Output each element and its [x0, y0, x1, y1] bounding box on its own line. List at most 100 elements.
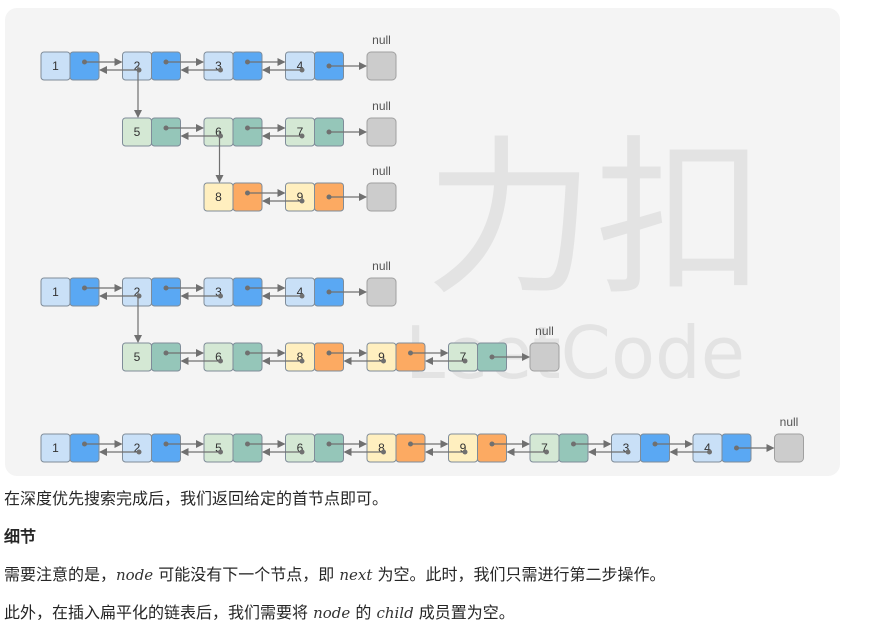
pointer-arrow: [343, 357, 386, 365]
null-node: null: [366, 164, 397, 212]
node-pointer-cell: [69, 51, 100, 81]
list-node: 5: [122, 117, 181, 147]
arrow-origin-dot: [245, 441, 250, 447]
arrow-origin-dot: [299, 133, 305, 139]
node-label: 8: [215, 190, 222, 204]
node-label: 5: [215, 441, 222, 455]
node-pointer-cell: [314, 342, 344, 372]
node-label: 7: [541, 441, 548, 455]
null-box: [366, 51, 397, 81]
list-node: 1: [40, 433, 100, 463]
null-box: [366, 277, 397, 307]
list-node: 9: [366, 342, 426, 372]
paragraph-return-head: 在深度优先搜索完成后，我们返回给定的首节点即可。: [4, 489, 389, 508]
list-node: 5: [122, 342, 181, 372]
arrow-origin-dot: [218, 133, 223, 139]
paragraph-child-null: 此外，在插入扁平化的链表后，我们需要将 node 的 child 成员置为空。: [4, 602, 515, 624]
arrow-origin-dot: [82, 285, 87, 291]
node-pointer-cell: [314, 433, 344, 463]
pointer-arrow: [180, 357, 223, 365]
pointer-arrow: [734, 444, 775, 452]
arrow-origin-dot: [218, 358, 223, 364]
node-label: 8: [297, 350, 304, 364]
arrow-origin-dot: [326, 289, 332, 295]
list-node: 2: [122, 277, 181, 307]
pointer-arrow: [652, 440, 693, 448]
list-node: 3: [203, 277, 263, 307]
arrow-origin-dot: [299, 293, 305, 299]
pointer-arrow: [425, 448, 468, 456]
node-label: 3: [623, 441, 630, 455]
var-next: next: [339, 566, 373, 584]
node-label: 1: [52, 441, 59, 455]
text-segment: 可能没有下一个节点，即: [153, 565, 340, 584]
list-node: 7: [285, 117, 344, 147]
pointer-arrow: [245, 189, 286, 197]
arrow-origin-dot: [245, 285, 250, 291]
list-node: 3: [611, 433, 670, 463]
arrow-origin-dot: [163, 285, 169, 291]
node-label: 4: [297, 285, 304, 299]
watermark-text: 力扣: [425, 121, 765, 319]
null-label: null: [780, 415, 799, 429]
node-label: 4: [297, 59, 304, 73]
text-segment: 为空。此时，我们只需进行第二步操作。: [372, 565, 666, 584]
arrow-origin-dot: [734, 445, 739, 451]
arrow-origin-dot: [163, 350, 169, 356]
node-label: 2: [134, 59, 141, 73]
pointer-arrow: [180, 448, 223, 456]
pointer-arrow: [326, 288, 367, 296]
arrow-origin-dot: [136, 67, 142, 73]
arrow-origin-dot: [462, 358, 468, 364]
pointer-arrow: [262, 357, 305, 365]
text-segment: 成员置为空。: [413, 603, 515, 622]
pointer-arrow: [262, 197, 305, 205]
arrow-origin-dot: [326, 129, 332, 135]
pointer-arrow: [245, 349, 286, 357]
node-label: 2: [134, 285, 141, 299]
pointer-arrow: [262, 292, 305, 300]
arrow-origin-dot: [218, 293, 223, 299]
null-box: [774, 433, 804, 463]
pointer-arrow: [588, 448, 631, 456]
arrow-origin-dot: [326, 63, 332, 69]
pointer-arrow: [163, 349, 204, 357]
arrow-origin-dot: [218, 67, 223, 73]
node-label: 8: [378, 441, 385, 455]
pointer-arrow: [326, 440, 367, 448]
null-node: null: [366, 99, 397, 147]
paragraph-next-null: 需要注意的是，node 可能没有下一个节点，即 next 为空。此时，我们只需进…: [4, 564, 666, 586]
node-pointer-cell: [232, 277, 263, 307]
arrow-origin-dot: [82, 441, 87, 447]
node-label: 1: [52, 285, 59, 299]
null-label: null: [535, 324, 554, 338]
pointer-arrow: [326, 128, 367, 136]
pointer-arrow: [82, 440, 123, 448]
list-node: 8: [203, 182, 263, 212]
node-label: 5: [134, 350, 141, 364]
var-child: child: [376, 604, 414, 622]
null-node: null: [774, 415, 804, 463]
var-node: node: [313, 604, 351, 622]
list-node: 5: [203, 433, 263, 463]
list-node: 6: [203, 342, 263, 372]
arrow-origin-dot: [163, 441, 169, 447]
pointer-arrow: [163, 58, 204, 66]
pointer-arrow: [425, 357, 468, 365]
arrow-origin-dot: [544, 449, 549, 455]
node-pointer-cell: [151, 433, 181, 463]
arrow-origin-dot: [326, 350, 332, 356]
arrow-origin-dot: [707, 449, 712, 455]
pointer-arrow: [326, 193, 367, 201]
list-node: 1: [40, 277, 100, 307]
null-node: null: [366, 33, 397, 81]
node-label: 2: [134, 441, 141, 455]
node-pointer-cell: [232, 51, 263, 81]
pointer-arrow: [163, 284, 204, 292]
node-pointer-cell: [232, 342, 263, 372]
list-node: 8: [366, 433, 426, 463]
pointer-arrow: [163, 440, 204, 448]
pointer-arrow: [326, 62, 367, 70]
pointer-arrow: [245, 440, 286, 448]
arrow-origin-dot: [489, 354, 495, 360]
